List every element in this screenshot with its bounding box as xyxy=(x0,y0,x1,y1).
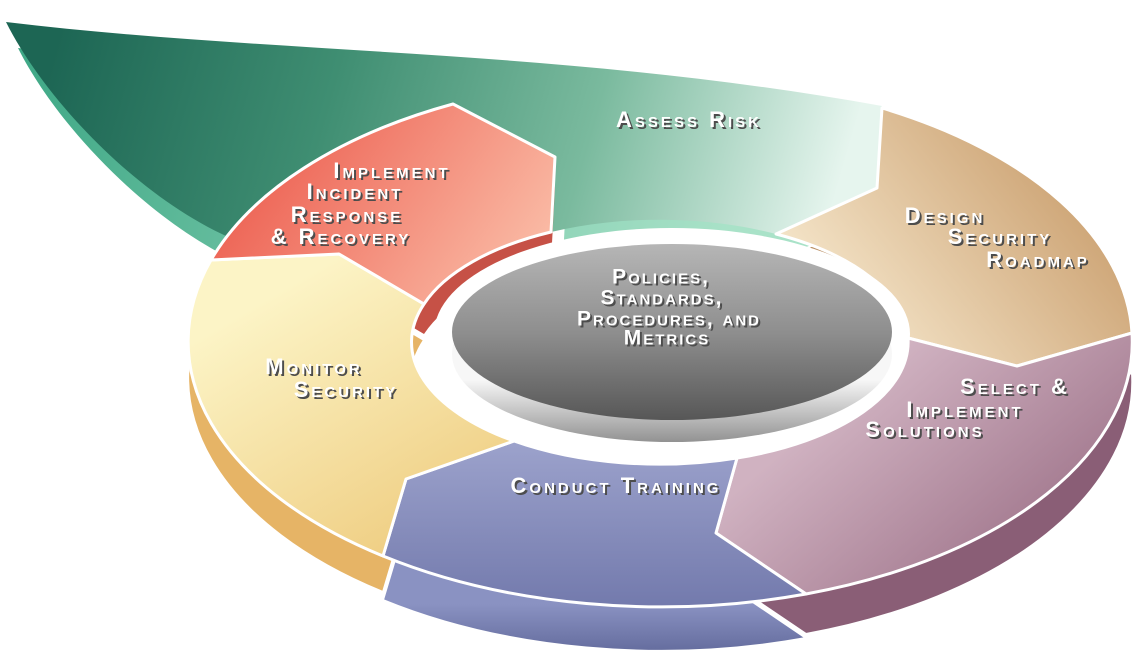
incident-label-line-2: Incident xyxy=(306,179,404,204)
assess-risk-segment-shape xyxy=(6,22,882,240)
center-label-line-2: Standards, xyxy=(600,286,724,310)
conduct-training-label: Conduct Training xyxy=(510,473,722,498)
select-label-line-3: Solutions xyxy=(865,417,985,442)
incident-label-line-3: Response xyxy=(290,202,404,227)
monitor-label-line-2: Security xyxy=(293,377,399,402)
design-label-line-2: Security xyxy=(947,224,1053,249)
select-label-line-2: Implement xyxy=(906,397,1024,422)
incident-label-line-4: & Recovery xyxy=(270,224,412,249)
design-security-roadmap-segment-shape xyxy=(774,106,1134,368)
center-label-line-4: Metrics xyxy=(623,326,711,350)
select-implement-solutions-segment-shape xyxy=(714,331,1134,596)
monitor-label-line-1: Monitor xyxy=(265,354,363,379)
design-label-line-3: Roadmap xyxy=(986,247,1090,272)
center-label-line-1: Policies, xyxy=(612,265,710,289)
design-label-line-1: Design xyxy=(904,203,986,228)
assess-risk-label: Assess Risk xyxy=(616,107,762,132)
select-label-line-1: Select & xyxy=(960,374,1070,399)
center-hub-shape xyxy=(452,244,892,420)
conduct-training-segment-shape xyxy=(381,439,808,609)
incident-response-segment-shape xyxy=(209,102,557,306)
monitor-security-segment-shape xyxy=(186,252,516,558)
incident-label-line-1: Implement xyxy=(333,158,451,183)
center-label-line-3: Procedures, and xyxy=(576,307,762,331)
